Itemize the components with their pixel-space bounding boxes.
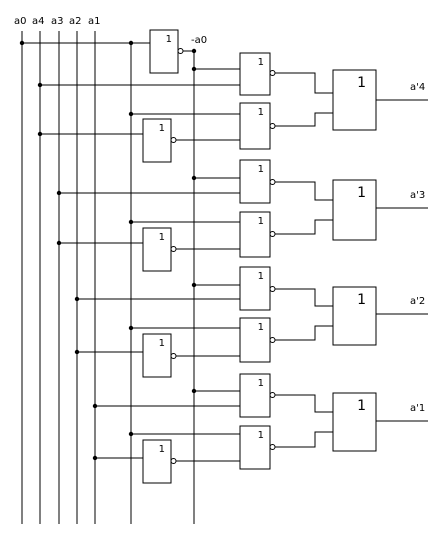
wire (275, 325, 333, 341)
upper-nand-gate (239, 52, 271, 96)
junction-dot (128, 431, 134, 437)
input-label-a4: a4 (32, 16, 45, 27)
gate-symbol: 1 (258, 57, 264, 68)
output-label-a4: a'4 (410, 82, 425, 93)
wire (275, 219, 333, 235)
wire (275, 72, 333, 94)
junction-dot (128, 40, 134, 46)
top-inverter-bubble (177, 48, 184, 54)
lower-nand-gate (239, 211, 271, 258)
gate-bubble (170, 246, 177, 252)
gate-bubble (269, 392, 276, 398)
junction-dot (128, 325, 134, 331)
gate-bubble (269, 123, 276, 129)
lower-nand-gate (239, 317, 271, 363)
gate-symbol: 1 (258, 107, 264, 118)
junction-dot (128, 219, 134, 225)
junction-dot (191, 282, 197, 288)
upper-nand-gate (239, 266, 271, 311)
gate-bubble (269, 179, 276, 185)
junction-dot (128, 111, 134, 117)
top-inverter-gate (149, 29, 179, 74)
output-or-gate (332, 179, 377, 241)
gate-bubble (269, 444, 276, 450)
gate-bubble (269, 337, 276, 343)
junction-dot (37, 82, 43, 88)
inverter-gate (142, 118, 172, 163)
gate-symbol: 1 (159, 232, 165, 243)
gate-symbol: 1 (258, 271, 264, 282)
wire (275, 181, 333, 201)
gate-symbol: 1 (258, 164, 264, 175)
gate-bubble (170, 458, 177, 464)
gate-symbol: 1 (159, 338, 165, 349)
wire (275, 112, 333, 127)
gate-symbol: 1 (258, 378, 264, 389)
output-or-gate (332, 69, 377, 131)
gate-symbol: 1 (159, 444, 165, 455)
output-label-a1: a'1 (410, 403, 425, 414)
gate-symbol: 1 (258, 322, 264, 333)
junction-dot (191, 48, 197, 54)
input-label-a1: a1 (88, 16, 101, 27)
junction-dot (56, 190, 62, 196)
lower-nand-gate (239, 102, 271, 150)
upper-nand-gate (239, 373, 271, 418)
gate-symbol: 1 (357, 185, 366, 201)
top-inverter-symbol: 1 (166, 34, 172, 45)
output-label-a2: a'2 (410, 296, 425, 307)
gate-symbol: 1 (357, 75, 366, 91)
junction-dot (92, 455, 98, 461)
inverter-gate (142, 333, 172, 378)
input-label-a3: a3 (51, 16, 64, 27)
junction-dot (92, 403, 98, 409)
wire (275, 431, 333, 448)
wire (275, 394, 333, 413)
gate-symbol: 1 (357, 398, 366, 414)
input-label-a2: a2 (69, 16, 82, 27)
output-or-gate (332, 392, 377, 452)
junction-dot (19, 40, 25, 46)
inverter-gate (142, 439, 172, 484)
junction-dot (37, 131, 43, 137)
gate-bubble (269, 70, 276, 76)
junction-dot (191, 66, 197, 72)
wire (275, 288, 333, 307)
gate-bubble (170, 353, 177, 359)
not-a0-label: -a0 (191, 35, 207, 46)
input-label-a0: a0 (14, 16, 27, 27)
gate-symbol: 1 (357, 292, 366, 308)
gate-bubble (170, 137, 177, 143)
gate-bubble (269, 286, 276, 292)
gate-symbol: 1 (159, 123, 165, 134)
lower-nand-gate (239, 425, 271, 470)
junction-dot (56, 240, 62, 246)
upper-nand-gate (239, 159, 271, 204)
gate-bubble (269, 231, 276, 237)
gate-symbol: 1 (258, 430, 264, 441)
junction-dot (74, 349, 80, 355)
output-label-a3: a'3 (410, 190, 425, 201)
output-or-gate (332, 286, 377, 346)
junction-dot (191, 388, 197, 394)
gate-symbol: 1 (258, 216, 264, 227)
junction-dot (191, 175, 197, 181)
junction-dot (74, 296, 80, 302)
inverter-gate (142, 227, 172, 272)
